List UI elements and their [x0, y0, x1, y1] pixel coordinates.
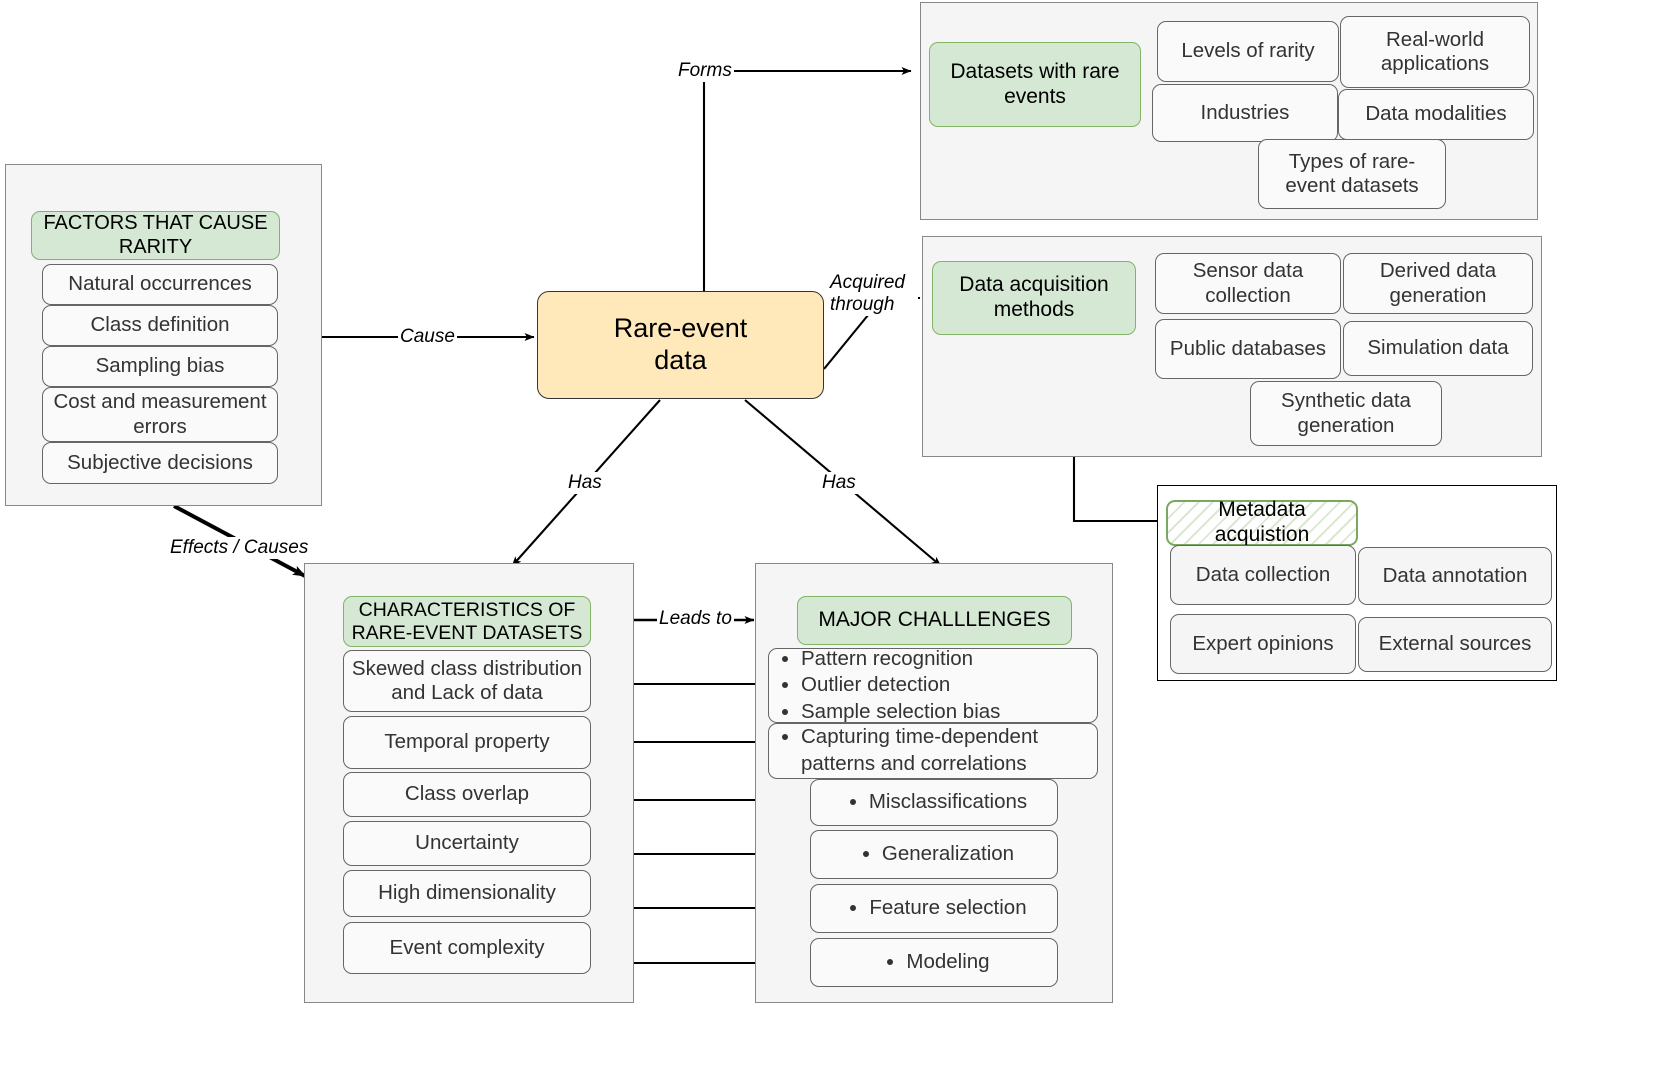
acquisition-panel-header-label: Data acquisition methods: [959, 273, 1109, 321]
challenge-bullet: Capturing time-dependent patterns and co…: [801, 724, 1089, 777]
datasets-item-label: Levels of rarity: [1181, 39, 1315, 63]
edge-forms: [702, 67, 912, 291]
datasets-item-label: Types of rare-event datasets: [1285, 149, 1419, 197]
acquisition-item-label: Sensor data collection: [1192, 259, 1304, 307]
metadata-item-expert-opinions[interactable]: Expert opinions: [1170, 614, 1356, 674]
challenge-bullet: Misclassifications: [869, 789, 1027, 816]
acquisition-item-derived-data-generation[interactable]: Derived data generation: [1343, 253, 1533, 314]
metadata-item-data-collection[interactable]: Data collection: [1170, 545, 1356, 605]
acquisition-item-label: Simulation data: [1367, 336, 1509, 360]
edge-label-acquired-through: Acquired through: [828, 272, 918, 316]
factors-item-sampling-bias[interactable]: Sampling bias: [42, 346, 278, 387]
acquisition-item-sensor-data-collection[interactable]: Sensor data collection: [1155, 253, 1341, 314]
factors-item-label: Class definition: [90, 313, 230, 337]
metadata-item-label: Data annotation: [1382, 563, 1528, 587]
datasets-item-levels-of-rarity[interactable]: Levels of rarity: [1157, 21, 1339, 82]
factors-item-natural-occurrences[interactable]: Natural occurrences: [42, 264, 278, 305]
characteristic-item-temporal-property[interactable]: Temporal property: [343, 716, 591, 769]
metadata-panel-header-label: Metadata acquistion: [1214, 498, 1310, 546]
datasets-panel-header-label: Datasets with rare events: [950, 59, 1120, 108]
challenge-group-1[interactable]: Pattern recognition Outlier detection Sa…: [768, 646, 1098, 726]
challenge-bullet-list: Pattern recognition Outlier detection Sa…: [779, 646, 1000, 726]
datasets-item-data-modalities[interactable]: Data modalities: [1338, 89, 1534, 140]
edge-label-has-right: Has: [820, 472, 858, 494]
characteristics-panel-header-label: CHARACTERISTICS OF RARE-EVENT DATASETS: [351, 598, 583, 644]
acquisition-item-label: Derived data generation: [1379, 259, 1497, 307]
characteristic-item-label: High dimensionality: [378, 881, 556, 905]
characteristic-item-event-complexity[interactable]: Event complexity: [343, 922, 591, 974]
challenge-bullet-list: Generalization: [856, 841, 1014, 868]
characteristic-item-label: Skewed class distribution and Lack of da…: [351, 656, 583, 704]
factors-panel-header[interactable]: FACTORS THAT CAUSE RARITY: [31, 211, 280, 260]
datasets-item-types-of-rare-event-datasets[interactable]: Types of rare-event datasets: [1258, 139, 1446, 209]
datasets-item-label: Data modalities: [1365, 102, 1507, 126]
acquisition-item-synthetic-data-generation[interactable]: Synthetic data generation: [1250, 381, 1442, 446]
challenges-panel-header-label: MAJOR CHALLLENGES: [818, 608, 1051, 632]
factors-panel-header-label: FACTORS THAT CAUSE RARITY: [43, 211, 268, 258]
edge-label-leads-to: Leads to: [657, 608, 734, 630]
edge-label-has-left: Has: [566, 472, 604, 494]
characteristic-item-uncertainty[interactable]: Uncertainty: [343, 821, 591, 866]
challenge-bullet-list: Capturing time-dependent patterns and co…: [779, 724, 1089, 777]
characteristic-item-class-overlap[interactable]: Class overlap: [343, 772, 591, 817]
challenge-bullet-list: Misclassifications: [843, 789, 1027, 816]
acquisition-item-public-databases[interactable]: Public databases: [1155, 319, 1341, 379]
metadata-item-label: Data collection: [1195, 562, 1331, 586]
metadata-item-data-annotation[interactable]: Data annotation: [1358, 547, 1552, 605]
challenge-bullet: Outlier detection: [801, 672, 1000, 699]
datasets-item-label: Real-world applications: [1380, 27, 1490, 75]
metadata-item-label: External sources: [1378, 632, 1532, 656]
characteristic-item-label: Uncertainty: [415, 831, 519, 855]
challenge-group-generalization[interactable]: Generalization: [810, 830, 1058, 879]
challenge-group-feature-selection[interactable]: Feature selection: [810, 884, 1058, 933]
factors-item-class-definition[interactable]: Class definition: [42, 305, 278, 346]
characteristic-item-label: Event complexity: [389, 935, 545, 959]
factors-item-label: Subjective decisions: [67, 450, 253, 474]
challenge-group-2[interactable]: Capturing time-dependent patterns and co…: [768, 723, 1098, 779]
challenge-bullet: Pattern recognition: [801, 646, 1000, 673]
factors-item-label: Cost and measurement errors: [53, 390, 267, 438]
characteristic-item-label: Temporal property: [384, 730, 550, 754]
characteristics-panel-header[interactable]: CHARACTERISTICS OF RARE-EVENT DATASETS: [343, 596, 591, 647]
challenges-panel-header[interactable]: MAJOR CHALLLENGES: [797, 596, 1072, 645]
datasets-item-real-world-applications[interactable]: Real-world applications: [1340, 16, 1530, 88]
factors-item-subjective-decisions[interactable]: Subjective decisions: [42, 442, 278, 484]
edge-label-effects-causes: Effects / Causes: [168, 537, 311, 559]
factors-item-label: Sampling bias: [95, 354, 225, 378]
metadata-item-external-sources[interactable]: External sources: [1358, 617, 1552, 672]
datasets-item-industries[interactable]: Industries: [1152, 84, 1338, 142]
characteristic-item-skewed-class-distribution[interactable]: Skewed class distribution and Lack of da…: [343, 650, 591, 712]
characteristic-item-label: Class overlap: [404, 782, 530, 806]
challenge-bullet-list: Modeling: [880, 949, 989, 976]
characteristic-item-high-dimensionality[interactable]: High dimensionality: [343, 870, 591, 917]
metadata-panel-header[interactable]: Metadata acquistion: [1166, 498, 1358, 546]
challenge-bullet: Modeling: [906, 949, 989, 976]
center-node-rare-event-data[interactable]: Rare-event data: [537, 291, 824, 399]
datasets-item-label: Industries: [1200, 100, 1290, 124]
acquisition-item-label: Synthetic data generation: [1281, 389, 1411, 437]
acquisition-item-simulation-data[interactable]: Simulation data: [1343, 321, 1533, 376]
challenge-group-misclassifications[interactable]: Misclassifications: [810, 779, 1058, 826]
edge-label-cause: Cause: [398, 326, 457, 348]
challenge-bullet-list: Feature selection: [843, 895, 1026, 922]
challenge-group-modeling[interactable]: Modeling: [810, 938, 1058, 987]
challenge-bullet: Generalization: [882, 841, 1014, 868]
edge-label-forms: Forms: [676, 60, 734, 82]
metadata-item-label: Expert opinions: [1192, 631, 1334, 655]
acquisition-panel-header[interactable]: Data acquisition methods: [932, 261, 1136, 335]
datasets-panel-header[interactable]: Datasets with rare events: [929, 42, 1141, 127]
acquisition-item-label: Public databases: [1169, 336, 1327, 360]
challenge-bullet: Sample selection bias: [801, 699, 1000, 726]
factors-item-cost-and-measurement-errors[interactable]: Cost and measurement errors: [42, 387, 278, 442]
challenge-bullet: Feature selection: [869, 895, 1026, 922]
factors-item-label: Natural occurrences: [68, 272, 252, 296]
center-node-label: Rare-event data: [613, 313, 748, 375]
